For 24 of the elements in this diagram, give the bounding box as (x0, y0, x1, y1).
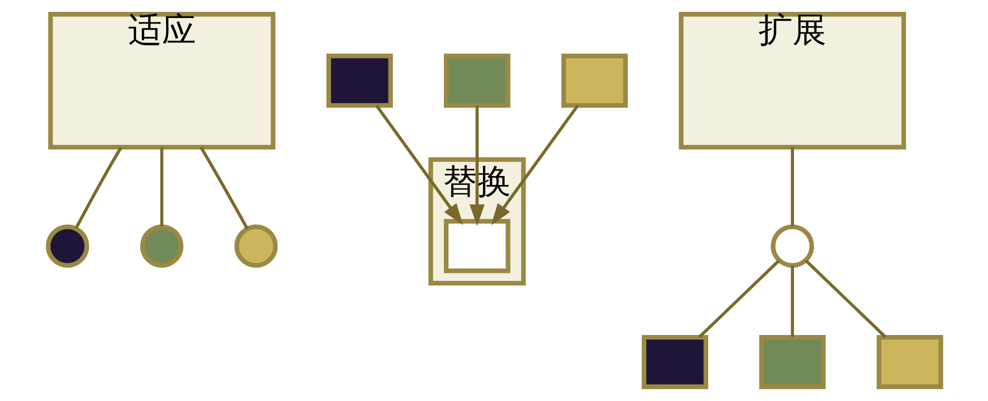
arrow (469, 106, 484, 226)
node-box (326, 54, 392, 108)
node-box (758, 334, 826, 390)
node-box: 扩展 (678, 12, 906, 150)
node-box (443, 219, 510, 274)
node-circle (770, 224, 814, 268)
connector (698, 259, 780, 338)
node-circle (45, 224, 89, 268)
node-box: 适应 (48, 12, 275, 150)
connector (790, 266, 794, 337)
node-circle (140, 224, 183, 268)
connector (160, 147, 163, 226)
node-box (560, 54, 628, 108)
node-circle (234, 224, 278, 268)
arrow (374, 104, 463, 226)
node-box (641, 334, 708, 390)
node-box (443, 54, 510, 108)
node-box (876, 334, 943, 390)
connector (74, 146, 122, 229)
cluster: 替换 (428, 157, 526, 286)
connector (804, 259, 886, 338)
connector (199, 146, 248, 230)
connector (790, 147, 794, 226)
arrow (490, 104, 578, 226)
